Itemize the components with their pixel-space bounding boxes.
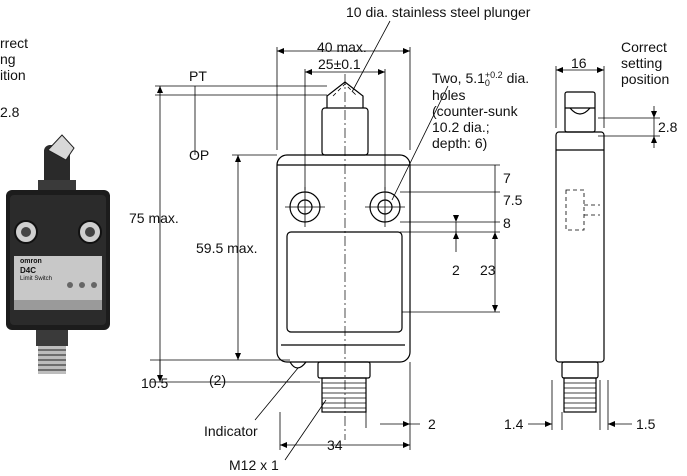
label-op: OP <box>189 147 210 163</box>
side-body <box>555 131 605 363</box>
photo-brand: omron <box>20 258 42 265</box>
label-holes-line3: (counter-sunk <box>432 103 518 120</box>
label-dim-8: 8 <box>503 215 511 231</box>
label-10-5: 10.5 <box>141 375 169 391</box>
side-plunger <box>564 91 596 133</box>
side-view <box>555 91 605 413</box>
front-connector <box>317 361 371 379</box>
label-pt: PT <box>189 68 207 84</box>
front-thread <box>321 377 367 413</box>
label-correct-right: Correct setting position <box>621 39 669 87</box>
front-dimensions <box>150 20 500 461</box>
label-correct-left-line3: ition <box>0 67 26 83</box>
label-holes-prefix: Two, 5.1 <box>432 70 485 86</box>
label-dim-23: 23 <box>480 262 496 278</box>
label-holes-suffix: dia. <box>502 70 530 86</box>
label-holes-line2: holes <box>432 87 466 104</box>
label-holes-line4: 10.2 dia.; <box>432 119 490 136</box>
label-plunger: 10 dia. stainless steel plunger <box>346 4 531 20</box>
label-25-tol: 25±0.1 <box>318 56 361 72</box>
label-75-max: 75 max. <box>129 210 179 226</box>
label-dim-2-small: 2 <box>452 262 460 278</box>
label-2-paren: (2) <box>209 372 227 388</box>
label-side-16: 16 <box>571 55 587 71</box>
side-thread <box>563 377 597 413</box>
front-view <box>276 74 411 440</box>
label-left-2-8: 2.8 <box>0 104 20 120</box>
label-indicator: Indicator <box>204 423 258 439</box>
label-dim-7: 7 <box>503 170 511 186</box>
photo-connector <box>36 330 68 346</box>
label-correct-right-line1: Correct <box>621 39 667 55</box>
photo-thread <box>38 346 66 374</box>
label-40-max: 40 max. <box>317 39 367 55</box>
label-59-5-max: 59.5 max. <box>196 240 258 256</box>
label-correct-left-line2: ng <box>0 51 16 67</box>
label-correct-left: rrect ng ition <box>0 35 28 83</box>
label-holes-tol-top: +0.2 <box>484 70 503 81</box>
label-correct-left-line1: rrect <box>0 35 28 51</box>
label-holes-tol-bottom: 0 <box>484 78 490 89</box>
label-correct-right-line3: position <box>621 71 670 87</box>
label-dim-7-5: 7.5 <box>503 192 523 208</box>
label-m12: M12 x 1 <box>229 457 279 473</box>
label-dim-1-4: 1.4 <box>504 416 524 432</box>
side-connector <box>561 361 599 379</box>
product-photo <box>6 134 110 374</box>
photo-type: Limit Switch <box>20 276 53 282</box>
photo-label-plate <box>14 256 102 306</box>
label-right-2-8: 2.8 <box>658 119 678 135</box>
label-dim-1-5: 1.5 <box>636 416 656 432</box>
front-body <box>276 154 411 363</box>
label-dim-2-bottom: 2 <box>428 416 436 432</box>
photo-model: D4C <box>20 266 37 275</box>
front-label-window <box>286 231 403 333</box>
label-holes-line5: depth: 6) <box>432 135 488 152</box>
label-correct-right-line2: setting <box>621 55 663 71</box>
photo-plunger-tip <box>47 134 75 161</box>
label-dim-34: 34 <box>327 437 343 453</box>
front-indicator <box>289 361 307 369</box>
side-dimensions <box>528 66 660 430</box>
